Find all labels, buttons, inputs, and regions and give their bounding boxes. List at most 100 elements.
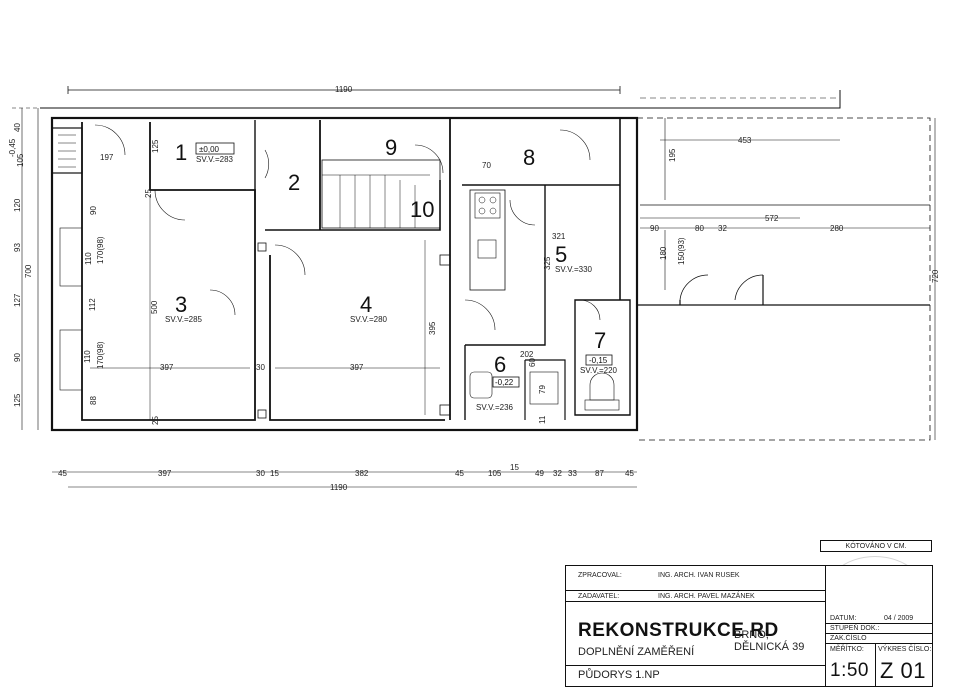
dim-bottom-0: 45 bbox=[58, 469, 67, 478]
dim-195: 195 bbox=[668, 148, 677, 162]
dim-left-4: 93 bbox=[13, 243, 22, 252]
room-sv: SV.V.=330 bbox=[555, 265, 593, 274]
dim-280: 280 bbox=[830, 224, 844, 233]
room-number: 5 bbox=[555, 242, 567, 267]
dim-11: 11 bbox=[538, 415, 547, 424]
dim-left-2: 40 bbox=[13, 123, 22, 132]
dim-202: 202 bbox=[520, 350, 534, 359]
room-10: 10 bbox=[410, 197, 434, 222]
dim-bottom-10: 33 bbox=[568, 469, 577, 478]
zadavatel-label: ZADAVATEL: bbox=[578, 593, 620, 600]
dim-397b: 397 bbox=[350, 363, 364, 372]
room-5: 5 SV.V.=330 bbox=[555, 242, 593, 274]
room-sv: SV.V.=220 bbox=[580, 366, 618, 375]
project-title: REKONSTRUKCE RD bbox=[578, 620, 779, 641]
dim-total-top: 1190 bbox=[335, 85, 353, 94]
dim-112: 112 bbox=[88, 298, 97, 311]
inner-dimensions: 397 397 30 500 395 125 25 25 453 572 280… bbox=[83, 136, 940, 425]
datum-label: DATUM: bbox=[830, 615, 857, 622]
room-6: 6 -0,22 SV.V.=236 bbox=[476, 352, 520, 412]
dim-500: 500 bbox=[150, 300, 159, 314]
dim-125: 125 bbox=[151, 139, 160, 153]
dim-180: 180 bbox=[659, 246, 668, 260]
dim-170a: 170(98) bbox=[96, 236, 105, 264]
room-number: 4 bbox=[360, 292, 372, 317]
dim-left-0: -0,45 bbox=[8, 138, 17, 157]
meritko-label: MĚŘÍTKO: bbox=[830, 646, 864, 653]
dim-572: 572 bbox=[765, 214, 779, 223]
room-4: 4 SV.V.=280 bbox=[350, 292, 388, 324]
dim-25b: 25 bbox=[151, 416, 160, 425]
room-number: 9 bbox=[385, 135, 397, 160]
dim-bottom-3: 15 bbox=[270, 469, 279, 478]
room-8: 8 bbox=[523, 145, 535, 170]
subtitle: DOPLNĚNÍ ZAMĚŘENÍ bbox=[578, 646, 695, 658]
dim-170b: 170(98) bbox=[96, 341, 105, 369]
dim-397a: 397 bbox=[160, 363, 174, 372]
dim-720: 720 bbox=[931, 269, 940, 283]
dim-25a: 25 bbox=[144, 189, 153, 198]
room-sv: SV.V.=280 bbox=[350, 315, 388, 324]
vykres-label: VÝKRES ČÍSLO: bbox=[878, 646, 932, 653]
dim-453: 453 bbox=[738, 136, 752, 145]
bottom-dimensions: 45 397 30 15 382 45 105 15 49 32 33 87 4… bbox=[58, 463, 634, 478]
dim-bottom-11: 87 bbox=[595, 469, 604, 478]
dim-90b: 90 bbox=[89, 206, 98, 215]
room-level: -0,22 bbox=[495, 378, 514, 387]
room-7: 7 -0,15 SV.V.=220 bbox=[580, 328, 618, 375]
dim-left-3: 120 bbox=[13, 198, 22, 212]
dimension-unit-note: KÓTOVÁNO V CM. bbox=[820, 540, 932, 552]
room-number: 8 bbox=[523, 145, 535, 170]
zpracoval-label: ZPRACOVAL: bbox=[578, 572, 622, 579]
dim-80: 80 bbox=[695, 224, 704, 233]
dim-110a: 110 bbox=[84, 252, 93, 265]
dim-32: 32 bbox=[718, 224, 727, 233]
room-9: 9 bbox=[385, 135, 397, 160]
dim-left-8: 700 bbox=[24, 264, 33, 278]
room-number: 2 bbox=[288, 170, 300, 195]
dim-197: 197 bbox=[100, 153, 114, 162]
room-number: 1 bbox=[175, 140, 187, 165]
dim-70: 70 bbox=[482, 161, 491, 170]
dim-left-7: 125 bbox=[13, 393, 22, 407]
room-sv: SV.V.=285 bbox=[165, 315, 203, 324]
dim-left-6: 90 bbox=[13, 353, 22, 362]
dim-90: 90 bbox=[650, 224, 659, 233]
zpracoval-value: ING. ARCH. IVAN RUSEK bbox=[658, 572, 740, 579]
dim-79: 79 bbox=[538, 385, 547, 394]
room-level: -0,15 bbox=[589, 356, 608, 365]
room-sv: SV.V.=283 bbox=[196, 155, 234, 164]
datum-value: 04 / 2009 bbox=[884, 615, 914, 622]
room-sv: SV.V.=236 bbox=[476, 403, 514, 412]
room-level: ±0,00 bbox=[199, 145, 220, 154]
dim-395: 395 bbox=[428, 321, 437, 335]
dim-bottom-4: 382 bbox=[355, 469, 369, 478]
room-number: 3 bbox=[175, 292, 187, 317]
dim-left-1: 105 bbox=[16, 153, 25, 167]
room-number: 7 bbox=[594, 328, 606, 353]
dim-bottom-9: 32 bbox=[553, 469, 562, 478]
room-2: 2 bbox=[288, 170, 300, 195]
dim-left-5: 127 bbox=[13, 293, 22, 307]
meritko-value: 1:50 bbox=[830, 660, 869, 681]
vykres-value: Z 01 bbox=[880, 658, 927, 683]
dim-bottom-1: 397 bbox=[158, 469, 172, 478]
dim-325: 325 bbox=[543, 256, 552, 270]
dim-bottom-12: 45 bbox=[625, 469, 634, 478]
dim-321: 321 bbox=[552, 232, 566, 241]
dim-total-bottom: 1190 bbox=[330, 483, 348, 492]
room-number: 10 bbox=[410, 197, 434, 222]
dim-bottom-6: 105 bbox=[488, 469, 502, 478]
zadavatel-value: ING. ARCH. PAVEL MAZÁNEK bbox=[658, 593, 755, 600]
dim-88: 88 bbox=[89, 396, 98, 405]
room-number: 6 bbox=[494, 352, 506, 377]
dim-150: 150(93) bbox=[677, 237, 686, 265]
project-address: BRNO, DĚLNICKÁ 39 bbox=[734, 629, 805, 653]
title-block: ZPRACOVAL: ING. ARCH. IVAN RUSEK ZADAVAT… bbox=[565, 565, 933, 687]
stupen-label: STUPEŇ DOK.: bbox=[830, 625, 880, 632]
zak-label: ZAK.ČÍSLO bbox=[830, 635, 867, 642]
dim-60: 60 bbox=[528, 358, 537, 367]
dim-bottom-8: 49 bbox=[535, 469, 544, 478]
dim-bottom-7: 15 bbox=[510, 463, 519, 472]
